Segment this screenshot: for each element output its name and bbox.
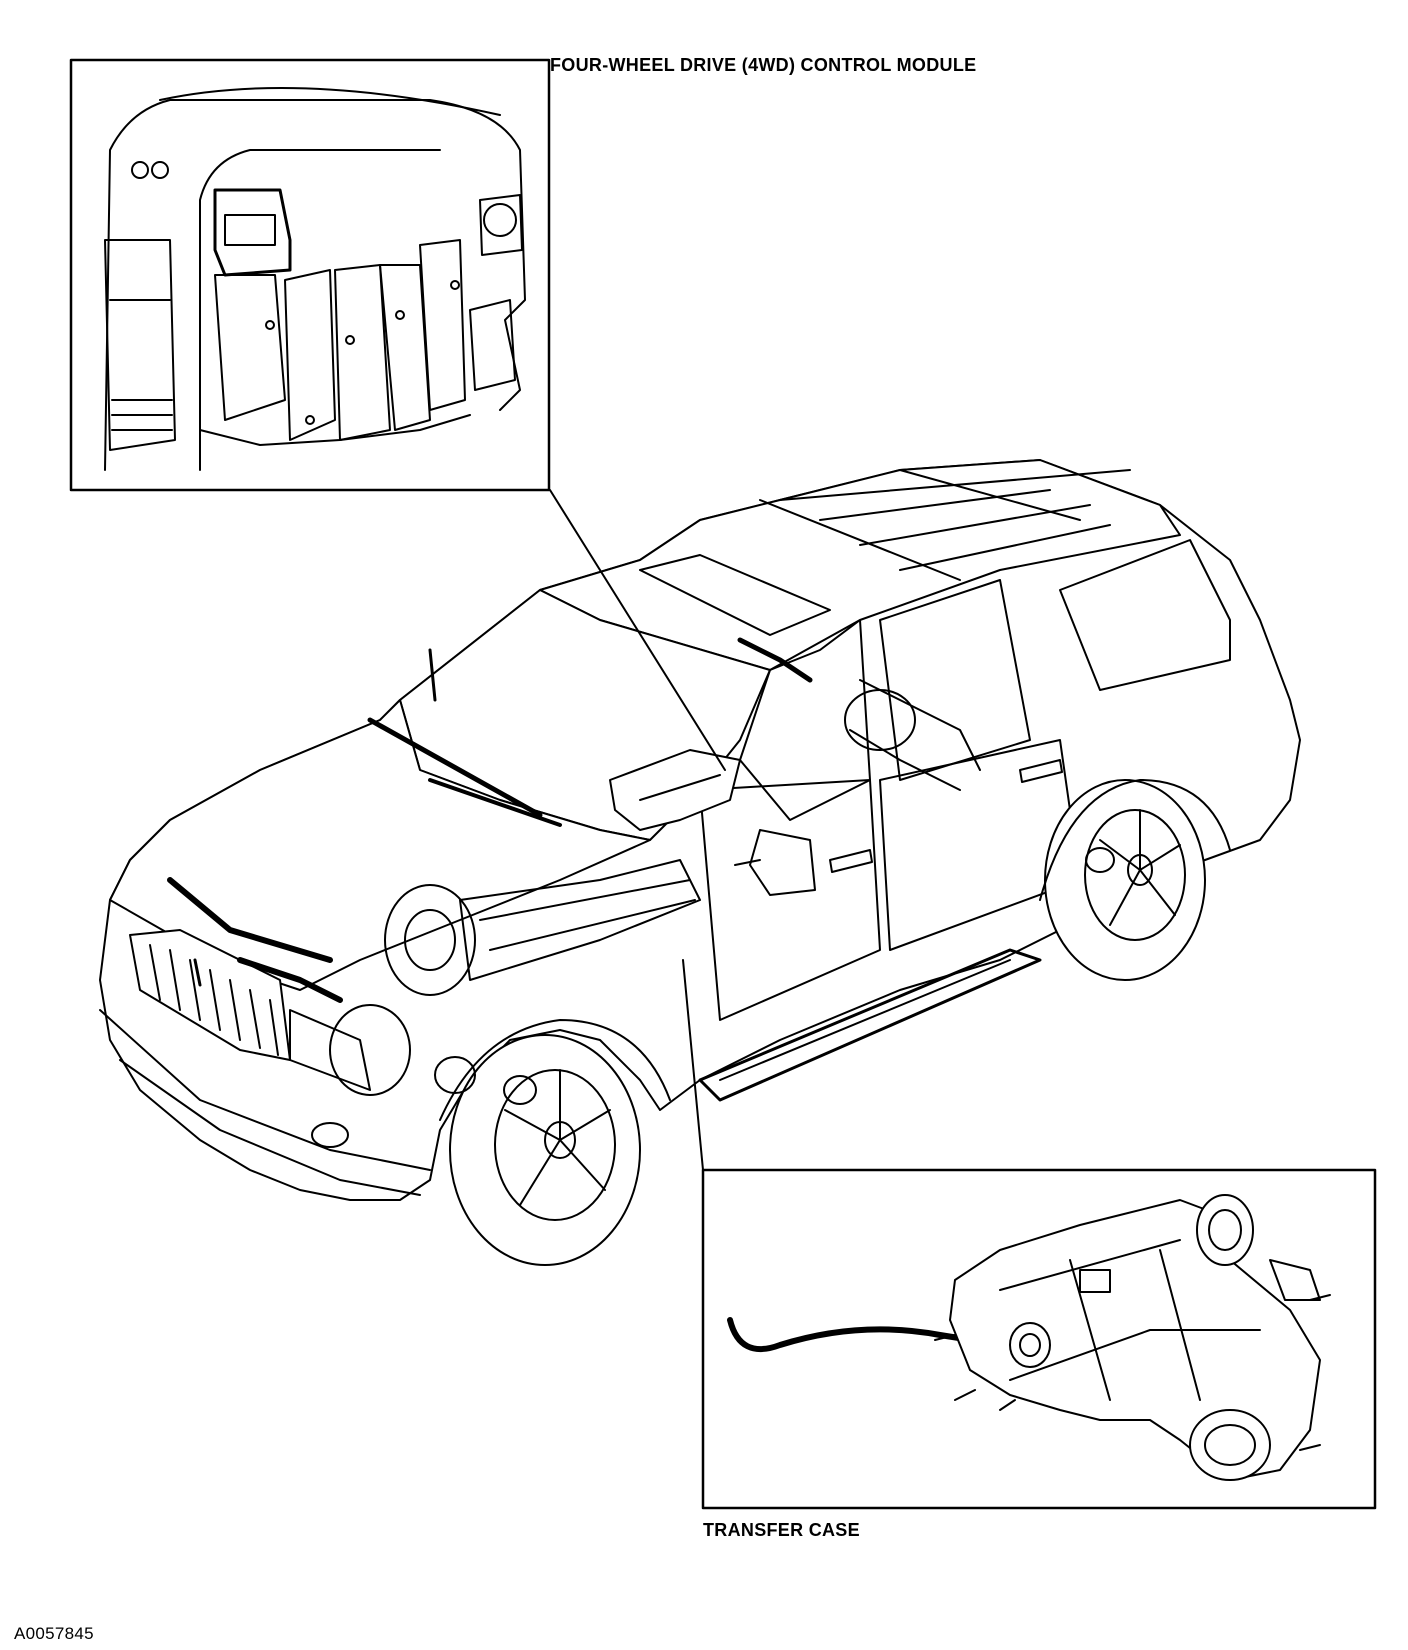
front-door-window [739, 619, 871, 821]
floor-edge [199, 414, 471, 446]
vehicle-roof [539, 459, 1181, 671]
housing-rib [999, 1239, 1181, 1291]
mounting-stud [999, 1399, 1016, 1411]
rear-door-window [879, 579, 1031, 781]
rear-wheel-arch [1039, 779, 1231, 901]
housing-boss [1079, 1269, 1111, 1293]
vent-knob-icon [131, 161, 149, 179]
control-module-bracket-edge [639, 774, 721, 801]
four-wheel-drive-control-module [213, 188, 292, 277]
center-support-bracket [284, 269, 336, 441]
front-bumper-lower [119, 1059, 421, 1196]
vehicle-illustration [99, 459, 1301, 1266]
front-door [699, 779, 881, 1021]
front-output-bore [1204, 1424, 1256, 1466]
mounting-bolt-icon [265, 320, 275, 330]
roof-rail-front [759, 499, 961, 581]
front-wheel-arch [439, 1019, 671, 1121]
powertrain-components [167, 637, 1115, 1105]
control-module-connector [224, 214, 276, 246]
transfer-case-leader-line [682, 959, 704, 1171]
rear-output-flange [1196, 1194, 1254, 1266]
rear-output-bore [1208, 1209, 1242, 1251]
input-shaft-bore [1019, 1333, 1041, 1357]
transfer-case-inset [701, 1168, 1377, 1510]
mounting-bolt-icon [395, 310, 405, 320]
front-emblem [193, 958, 202, 987]
transfer-case-bracket [1269, 1259, 1321, 1301]
housing-rib [1009, 1329, 1261, 1381]
right-dash-panel [479, 194, 523, 256]
vent-knob-icon [151, 161, 169, 179]
cowl-grille [428, 778, 562, 827]
front-wheel [449, 1034, 641, 1266]
roof-rib [899, 524, 1111, 571]
door-handle [1019, 759, 1063, 783]
center-support-bracket [419, 239, 466, 411]
side-mirror [749, 829, 816, 896]
control-module-inset [69, 58, 551, 492]
grille-bar [149, 944, 161, 1001]
mounting-bolt-icon [345, 335, 355, 345]
grille-bar [209, 969, 221, 1031]
running-board [698, 948, 1042, 1102]
transfer-case-callout-label: TRANSFER CASE [703, 1520, 860, 1540]
instrument-panel-shroud [104, 99, 526, 471]
gauge-icon [483, 203, 517, 237]
cowl-grille [367, 717, 543, 818]
left-dash-panel [104, 239, 176, 451]
mounting-stud [934, 1334, 956, 1341]
grille-bar [169, 949, 181, 1011]
shroud-top [159, 87, 501, 116]
antenna [428, 648, 437, 702]
roof-rib [819, 489, 1051, 521]
center-support-bracket [379, 264, 431, 431]
mirror-arm [734, 859, 761, 866]
fog-light [311, 1122, 349, 1148]
running-board-edge [719, 959, 1011, 1081]
grille-bar [189, 959, 201, 1021]
control-module-callout-label: FOUR-WHEEL DRIVE (4WD) CONTROL MODULE [550, 55, 977, 75]
housing-rib [1069, 1259, 1111, 1401]
roof-crossbar [779, 469, 1131, 501]
rear-wheel [1044, 779, 1206, 981]
rear-quarter-window [1059, 539, 1231, 691]
mounting-stud [954, 1389, 976, 1401]
mounting-bolt-icon [305, 415, 315, 425]
roof-rib [859, 504, 1091, 546]
grille-bar [229, 979, 241, 1041]
figure-id: A0057845 [14, 1624, 94, 1643]
grille-bar [249, 989, 261, 1049]
right-support-bracket [469, 299, 516, 391]
center-support-bracket [334, 264, 391, 441]
sunroof [639, 554, 831, 636]
mounting-bolt-icon [450, 280, 460, 290]
shroud-inner [199, 149, 441, 471]
center-support-bracket [214, 274, 286, 421]
mounting-stud [1299, 1444, 1321, 1451]
housing-rib [1159, 1249, 1201, 1401]
grille-bar [269, 999, 279, 1056]
door-handle [829, 849, 873, 873]
front-bumper [99, 1009, 431, 1171]
input-shaft [1009, 1322, 1051, 1368]
control-module-leader-line [549, 489, 726, 771]
headlight [289, 1009, 371, 1091]
front-output-flange [1189, 1409, 1271, 1481]
